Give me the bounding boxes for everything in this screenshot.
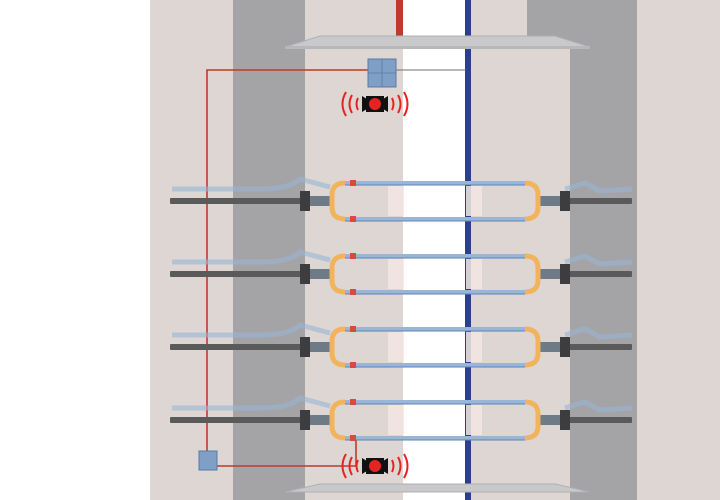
duct-left (172, 322, 331, 338)
fitting-right (538, 415, 560, 425)
copper-bend-left (329, 326, 346, 368)
valve-left (300, 191, 310, 211)
duct-right (564, 326, 633, 340)
fitting-left (310, 342, 332, 352)
marker (350, 399, 356, 405)
glass-panel (466, 186, 482, 216)
valve-right (560, 264, 570, 284)
marker (350, 216, 356, 222)
fitting-left (310, 269, 332, 279)
steel-pipe-left (170, 417, 310, 423)
valve-right (560, 410, 570, 430)
return-riser (465, 0, 471, 500)
glass-panel (388, 332, 404, 362)
valve-right (560, 191, 570, 211)
duct-right (564, 253, 633, 267)
siren-icon (341, 453, 409, 479)
duct-left (172, 249, 331, 265)
supply-riser (396, 0, 403, 40)
glass-panel (466, 405, 482, 435)
control-box-icon (367, 58, 397, 88)
valve-left (300, 264, 310, 284)
pipe-loops (170, 176, 633, 441)
fitting-right (538, 342, 560, 352)
bottom-flange (284, 483, 591, 493)
glass-panel (388, 186, 404, 216)
fitting-left (310, 415, 332, 425)
duct-right (564, 180, 633, 194)
steel-pipe-right (560, 344, 632, 350)
valve-left (300, 410, 310, 430)
glass-panel (388, 259, 404, 289)
duct-left (172, 395, 331, 411)
shaft (403, 0, 470, 500)
marker (350, 435, 356, 441)
glass-panel (388, 405, 404, 435)
fitting-right (538, 269, 560, 279)
marker (350, 253, 356, 259)
marker (350, 362, 356, 368)
steel-pipe-left (170, 344, 310, 350)
wall-column-left (233, 0, 305, 500)
steel-pipe-right (560, 271, 632, 277)
copper-bend-right (524, 180, 541, 222)
sensor-box-icon (198, 450, 218, 471)
top-flange-edge (285, 46, 590, 49)
marker (350, 180, 356, 186)
fitting-left (310, 196, 332, 206)
steel-pipe-right (560, 417, 632, 423)
glass-panel (466, 259, 482, 289)
top-flange (284, 35, 591, 48)
duct-left (172, 176, 331, 192)
marker (350, 326, 356, 332)
valve-right (560, 337, 570, 357)
copper-bend-left (329, 399, 346, 441)
steel-pipe-right (560, 198, 632, 204)
fitting-right (538, 196, 560, 206)
marker (350, 289, 356, 295)
control-wire (206, 69, 368, 452)
siren-icon (341, 91, 409, 117)
steel-pipe-left (170, 198, 310, 204)
steel-pipe-left (170, 271, 310, 277)
copper-bend-right (524, 253, 541, 295)
copper-bend-left (329, 180, 346, 222)
copper-bend-right (524, 326, 541, 368)
glass-panel (466, 332, 482, 362)
copper-bend-left (329, 253, 346, 295)
valve-left (300, 337, 310, 357)
copper-bend-right (524, 399, 541, 441)
duct-right (564, 399, 633, 413)
